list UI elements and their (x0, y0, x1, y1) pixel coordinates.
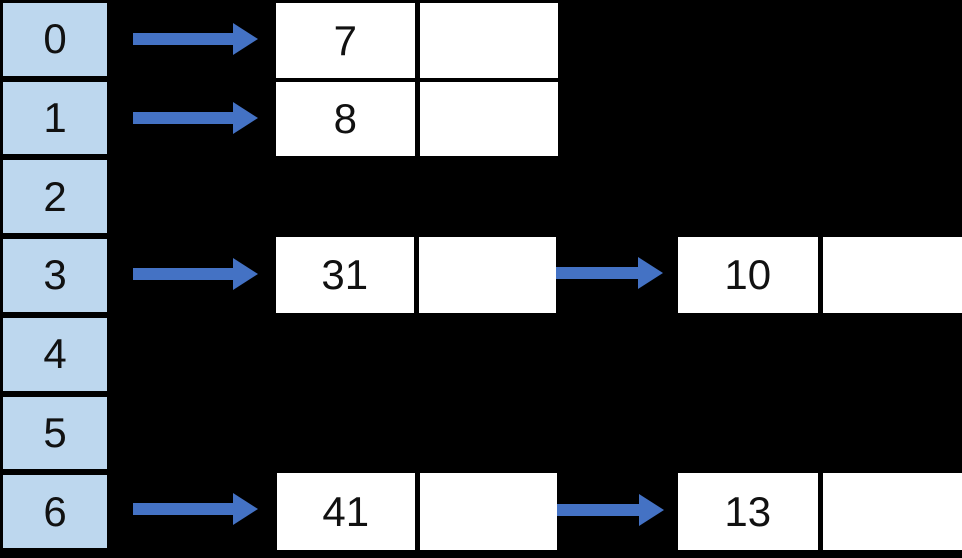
list-node-bucket3-second: 10 (678, 237, 962, 313)
node-value-cell: 13 (678, 473, 818, 550)
node-next-cell (419, 82, 558, 156)
node-next-cell (418, 237, 556, 313)
pointer-arrow-icon (133, 258, 258, 290)
bucket-cell-5: 5 (3, 396, 107, 470)
list-node-bucket0-first: 7 (276, 3, 558, 78)
node-value-cell: 10 (678, 237, 818, 313)
node-next-cell (419, 473, 557, 550)
list-node-bucket6-first: 41 (277, 473, 557, 550)
bucket-index: 1 (43, 94, 67, 142)
node-value-cell: 8 (276, 82, 415, 156)
pointer-arrow-icon (133, 23, 258, 55)
pointer-arrow-icon (133, 493, 258, 525)
bucket-index: 6 (43, 487, 67, 535)
bucket-index: 2 (43, 172, 67, 220)
node-next-cell (822, 237, 962, 313)
node-value-cell: 31 (276, 237, 414, 313)
pointer-arrow-icon (133, 102, 258, 134)
bucket-cell-0: 0 (3, 3, 107, 76)
bucket-cell-1: 1 (3, 81, 107, 155)
list-node-bucket3-first: 31 (276, 237, 556, 313)
bucket-index: 4 (43, 330, 67, 378)
bucket-cell-2: 2 (3, 160, 107, 234)
pointer-arrow-icon (539, 494, 664, 526)
node-next-cell (419, 3, 558, 78)
bucket-index: 5 (43, 408, 67, 456)
bucket-index: 3 (43, 251, 67, 299)
bucket-index: 0 (43, 15, 67, 63)
bucket-array: 0 1 2 3 4 5 6 (3, 3, 107, 548)
list-node-bucket6-second: 13 (678, 473, 962, 550)
bucket-cell-3: 3 (3, 239, 107, 312)
node-value-cell: 7 (276, 3, 415, 78)
bucket-cell-4: 4 (3, 317, 107, 391)
list-node-bucket1-first: 8 (276, 82, 558, 156)
bucket-cell-6: 6 (3, 475, 107, 548)
pointer-arrow-icon (538, 257, 663, 289)
node-next-cell (822, 473, 962, 550)
node-value-cell: 41 (277, 473, 415, 550)
